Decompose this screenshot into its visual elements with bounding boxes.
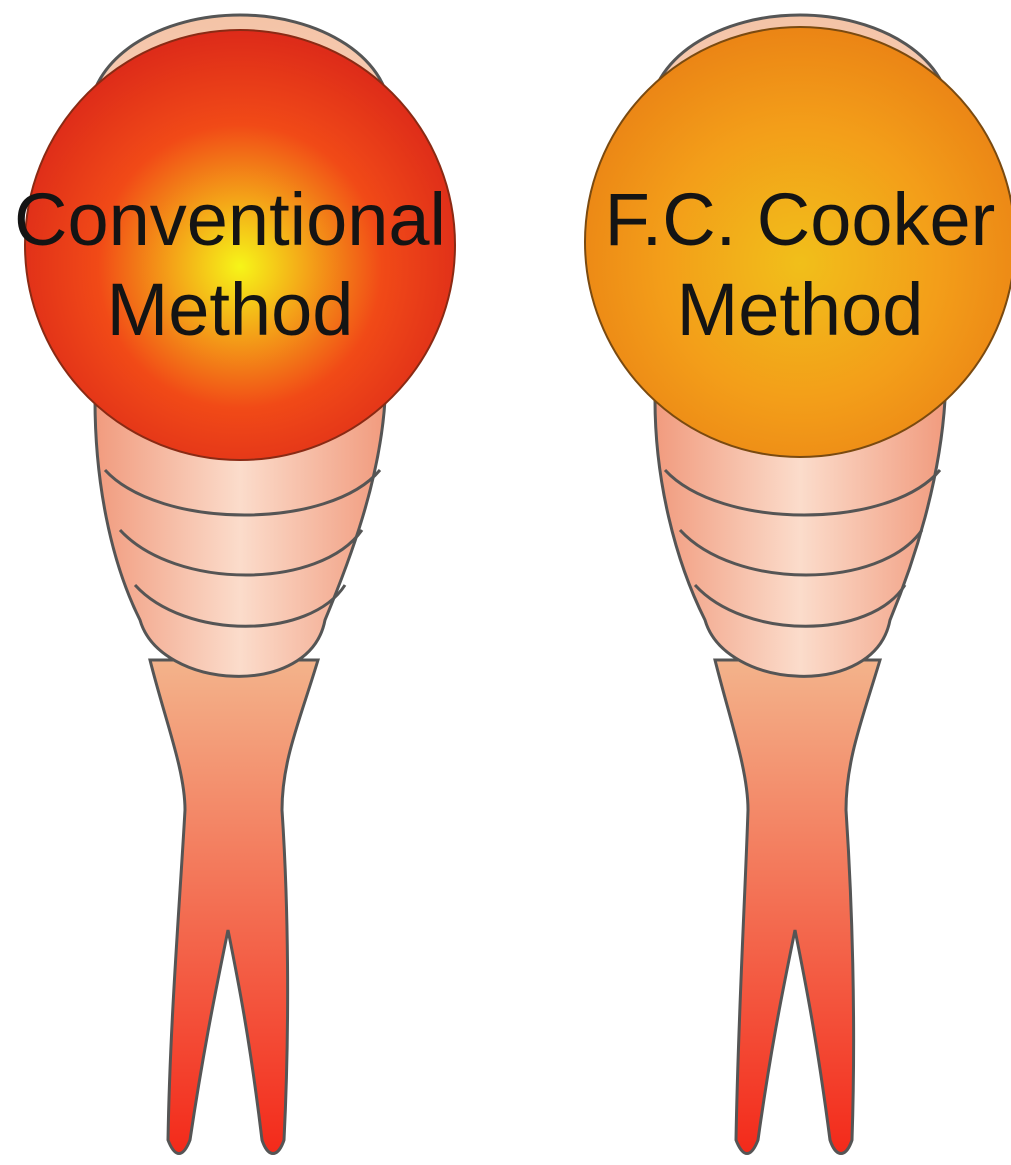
shrimp-tail — [715, 660, 880, 1154]
shrimp-conventional: Conventional Method — [14, 15, 455, 1154]
fc-cooker-label-line2: Method — [677, 268, 924, 351]
conventional-label-line2: Method — [107, 268, 354, 351]
shrimp-tail — [150, 660, 318, 1154]
fc-cooker-label-line1: F.C. Cooker — [605, 178, 996, 261]
shrimp-fc-cooker: F.C. Cooker Method — [585, 15, 1011, 1154]
conventional-label-line1: Conventional — [14, 178, 446, 261]
